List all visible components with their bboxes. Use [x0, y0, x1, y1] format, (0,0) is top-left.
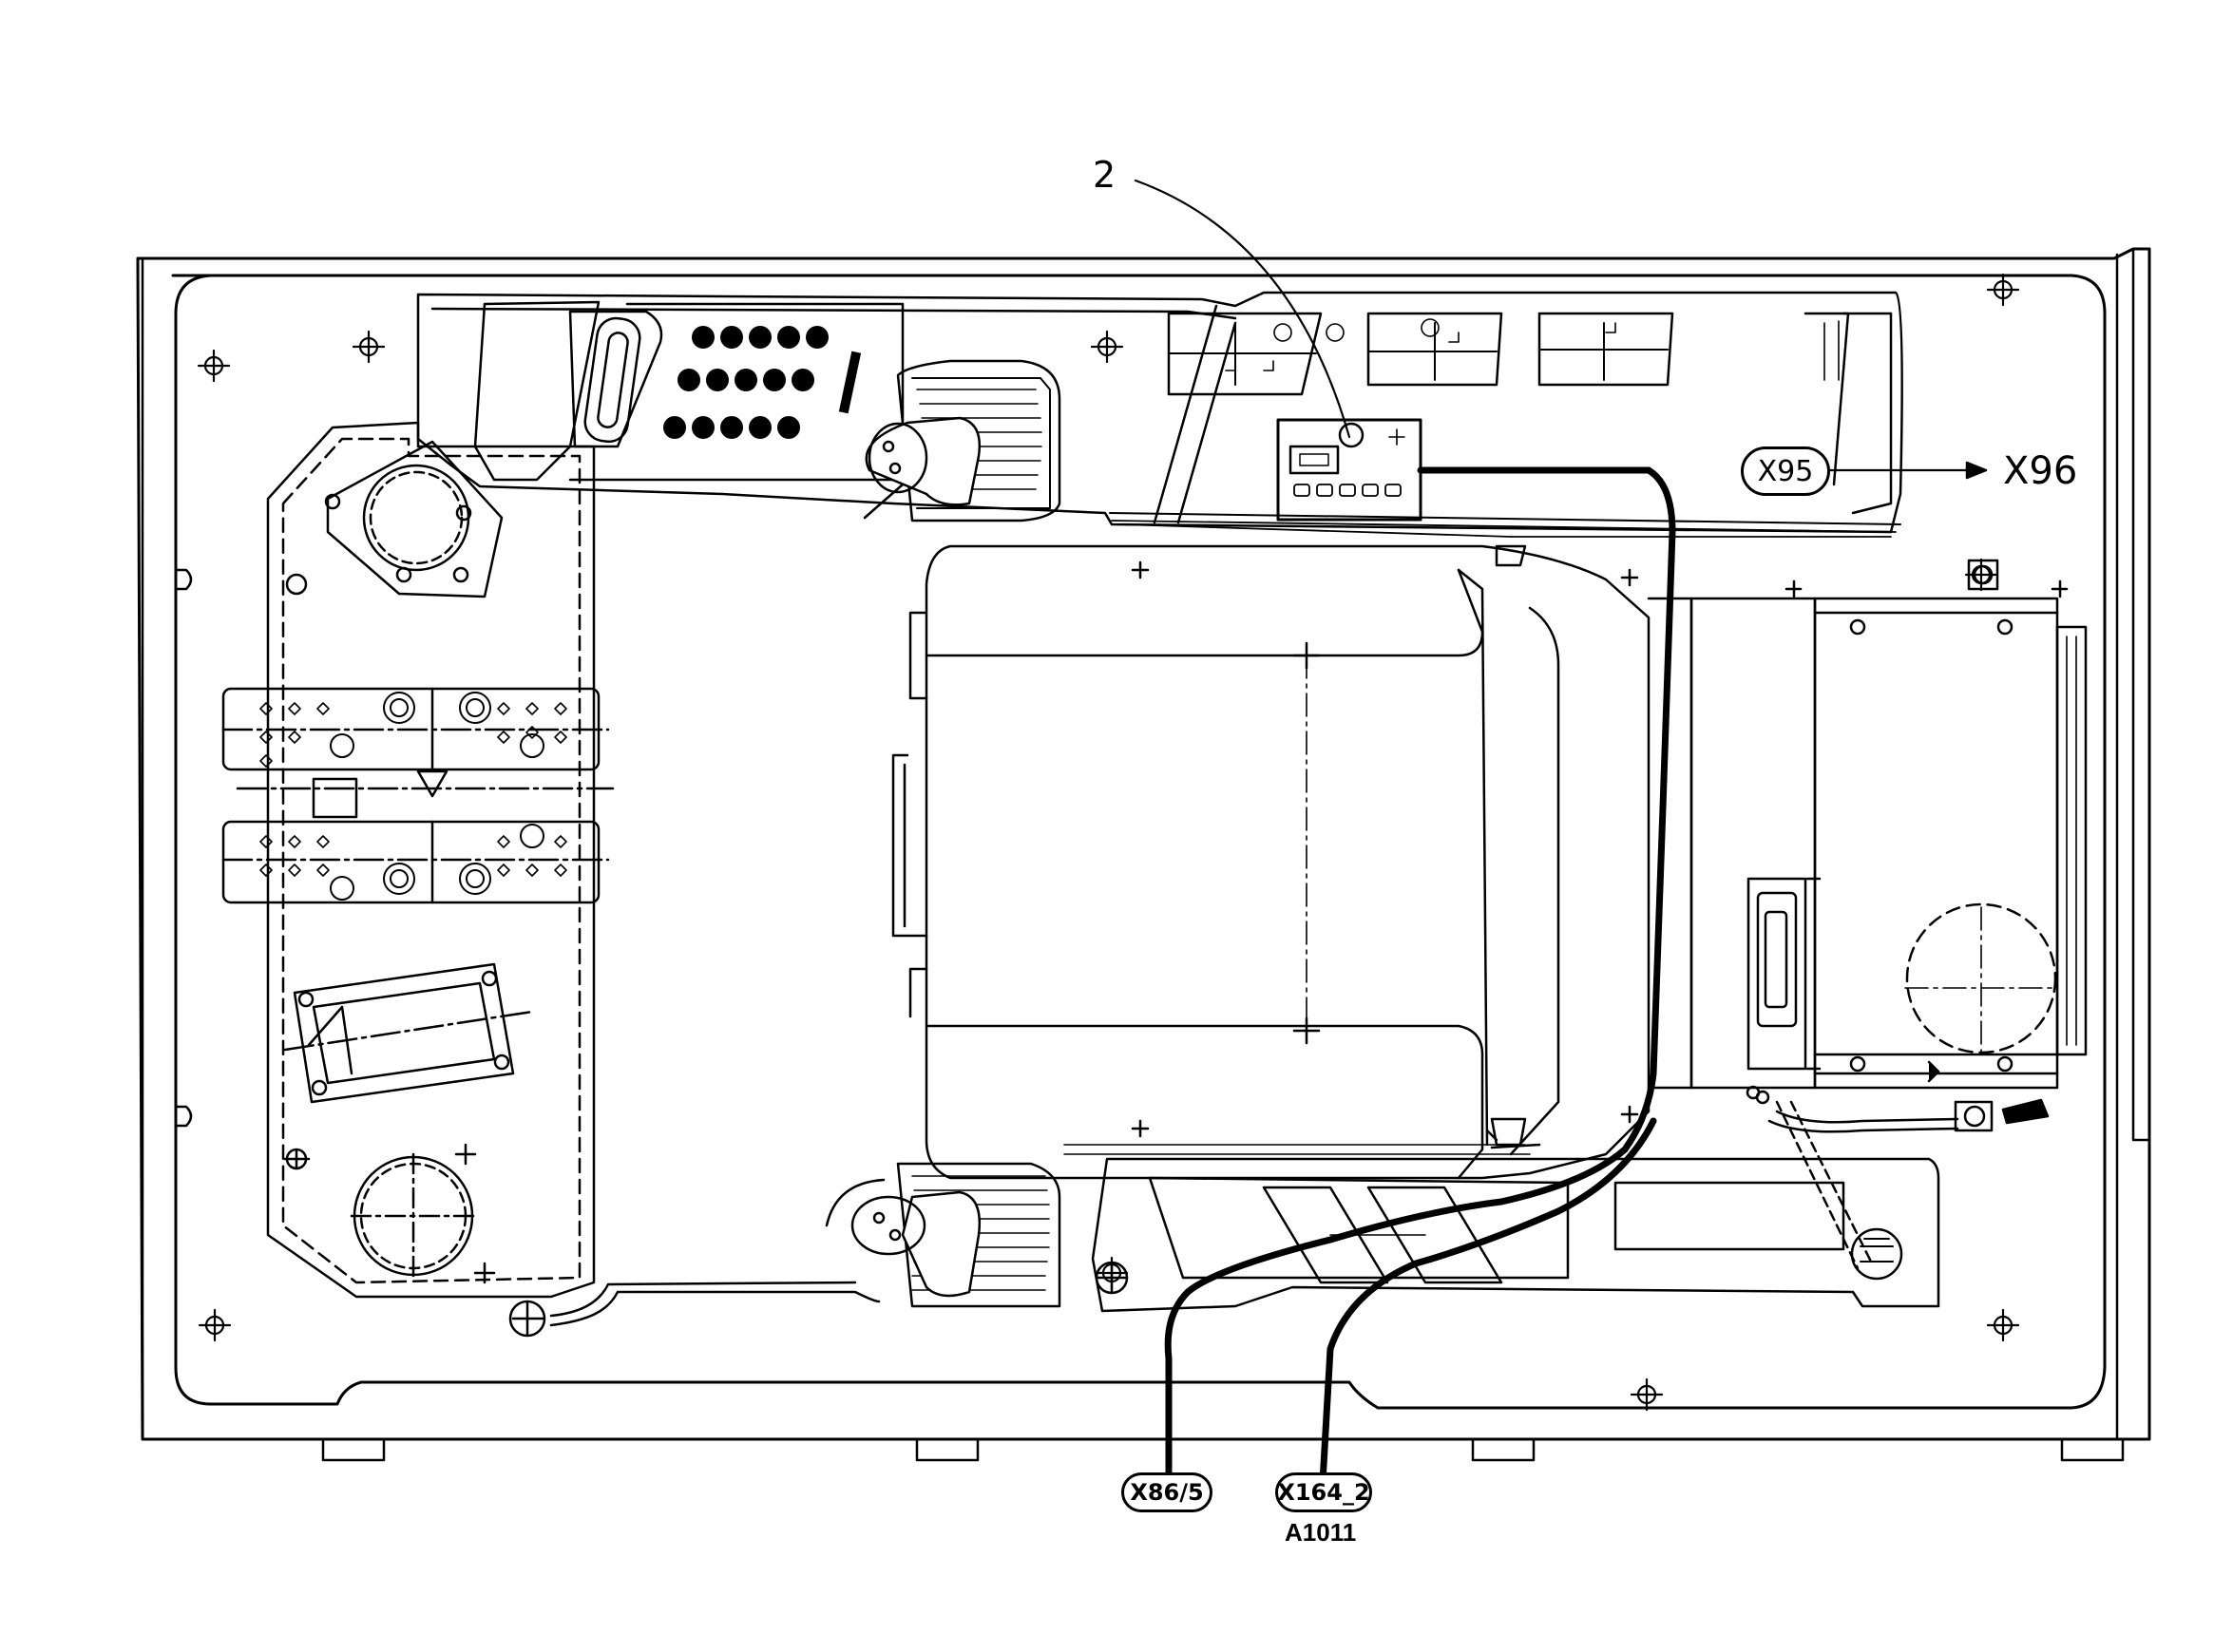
lower-console: [825, 1129, 1940, 1313]
mounting-holes: [197, 273, 2020, 1412]
wiring-harness: [1164, 466, 1676, 1486]
operator-seat: [891, 544, 1651, 1180]
module-a1011-label: A1011: [1285, 1518, 1357, 1547]
item-number-label: 2: [1093, 154, 1116, 196]
item-2-leader-line: [1134, 179, 1351, 439]
connector-x96-label: X96: [2003, 449, 2078, 493]
upper-console: [416, 291, 1903, 538]
side-control-box: [1647, 559, 2088, 1270]
x96-arrow: [1827, 461, 1988, 480]
connector-x164-2-tag: X164_2: [1275, 1472, 1372, 1512]
connector-x86-5-tag: X86/5: [1121, 1472, 1212, 1512]
base-frame: [136, 247, 2151, 1462]
connector-x95-tag: X95: [1741, 446, 1830, 496]
pedal-panel: [221, 421, 881, 1338]
